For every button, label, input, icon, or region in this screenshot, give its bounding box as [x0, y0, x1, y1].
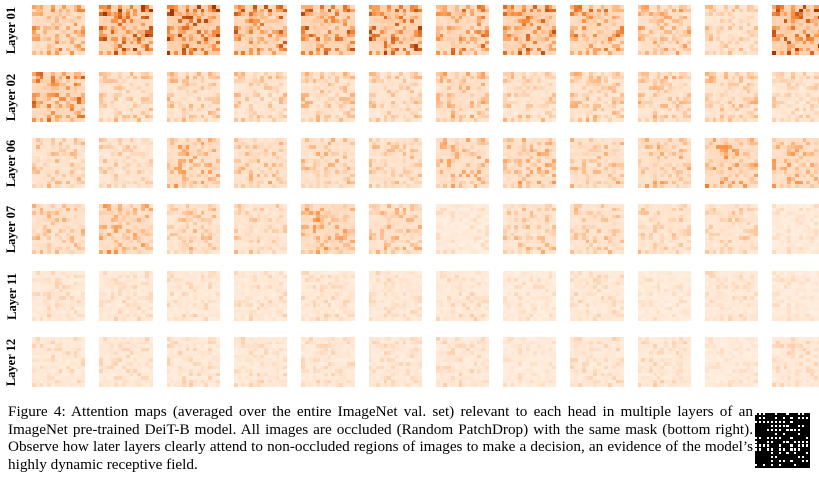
- attention-cell: [620, 51, 624, 55]
- attention-cell: [283, 51, 287, 55]
- attention-map: [32, 5, 85, 55]
- row-label-text: Layer 01: [5, 6, 20, 53]
- attention-cell: [485, 51, 489, 55]
- attention-map: [436, 5, 489, 55]
- attention-cell: [418, 51, 422, 55]
- attention-cell: [350, 51, 354, 55]
- attention-map: [99, 5, 152, 55]
- attention-map: [570, 5, 623, 55]
- attention-map: [638, 5, 691, 55]
- attention-cell: [216, 51, 220, 55]
- attention-cell: [149, 51, 153, 55]
- attention-map: [234, 5, 287, 55]
- attention-map: [167, 5, 220, 55]
- attention-cell: [81, 51, 85, 55]
- attention-map: [301, 5, 354, 55]
- attention-map: [369, 5, 422, 55]
- row-label: Layer 01: [0, 5, 24, 55]
- attention-map: [503, 5, 556, 55]
- attention-cell: [552, 51, 556, 55]
